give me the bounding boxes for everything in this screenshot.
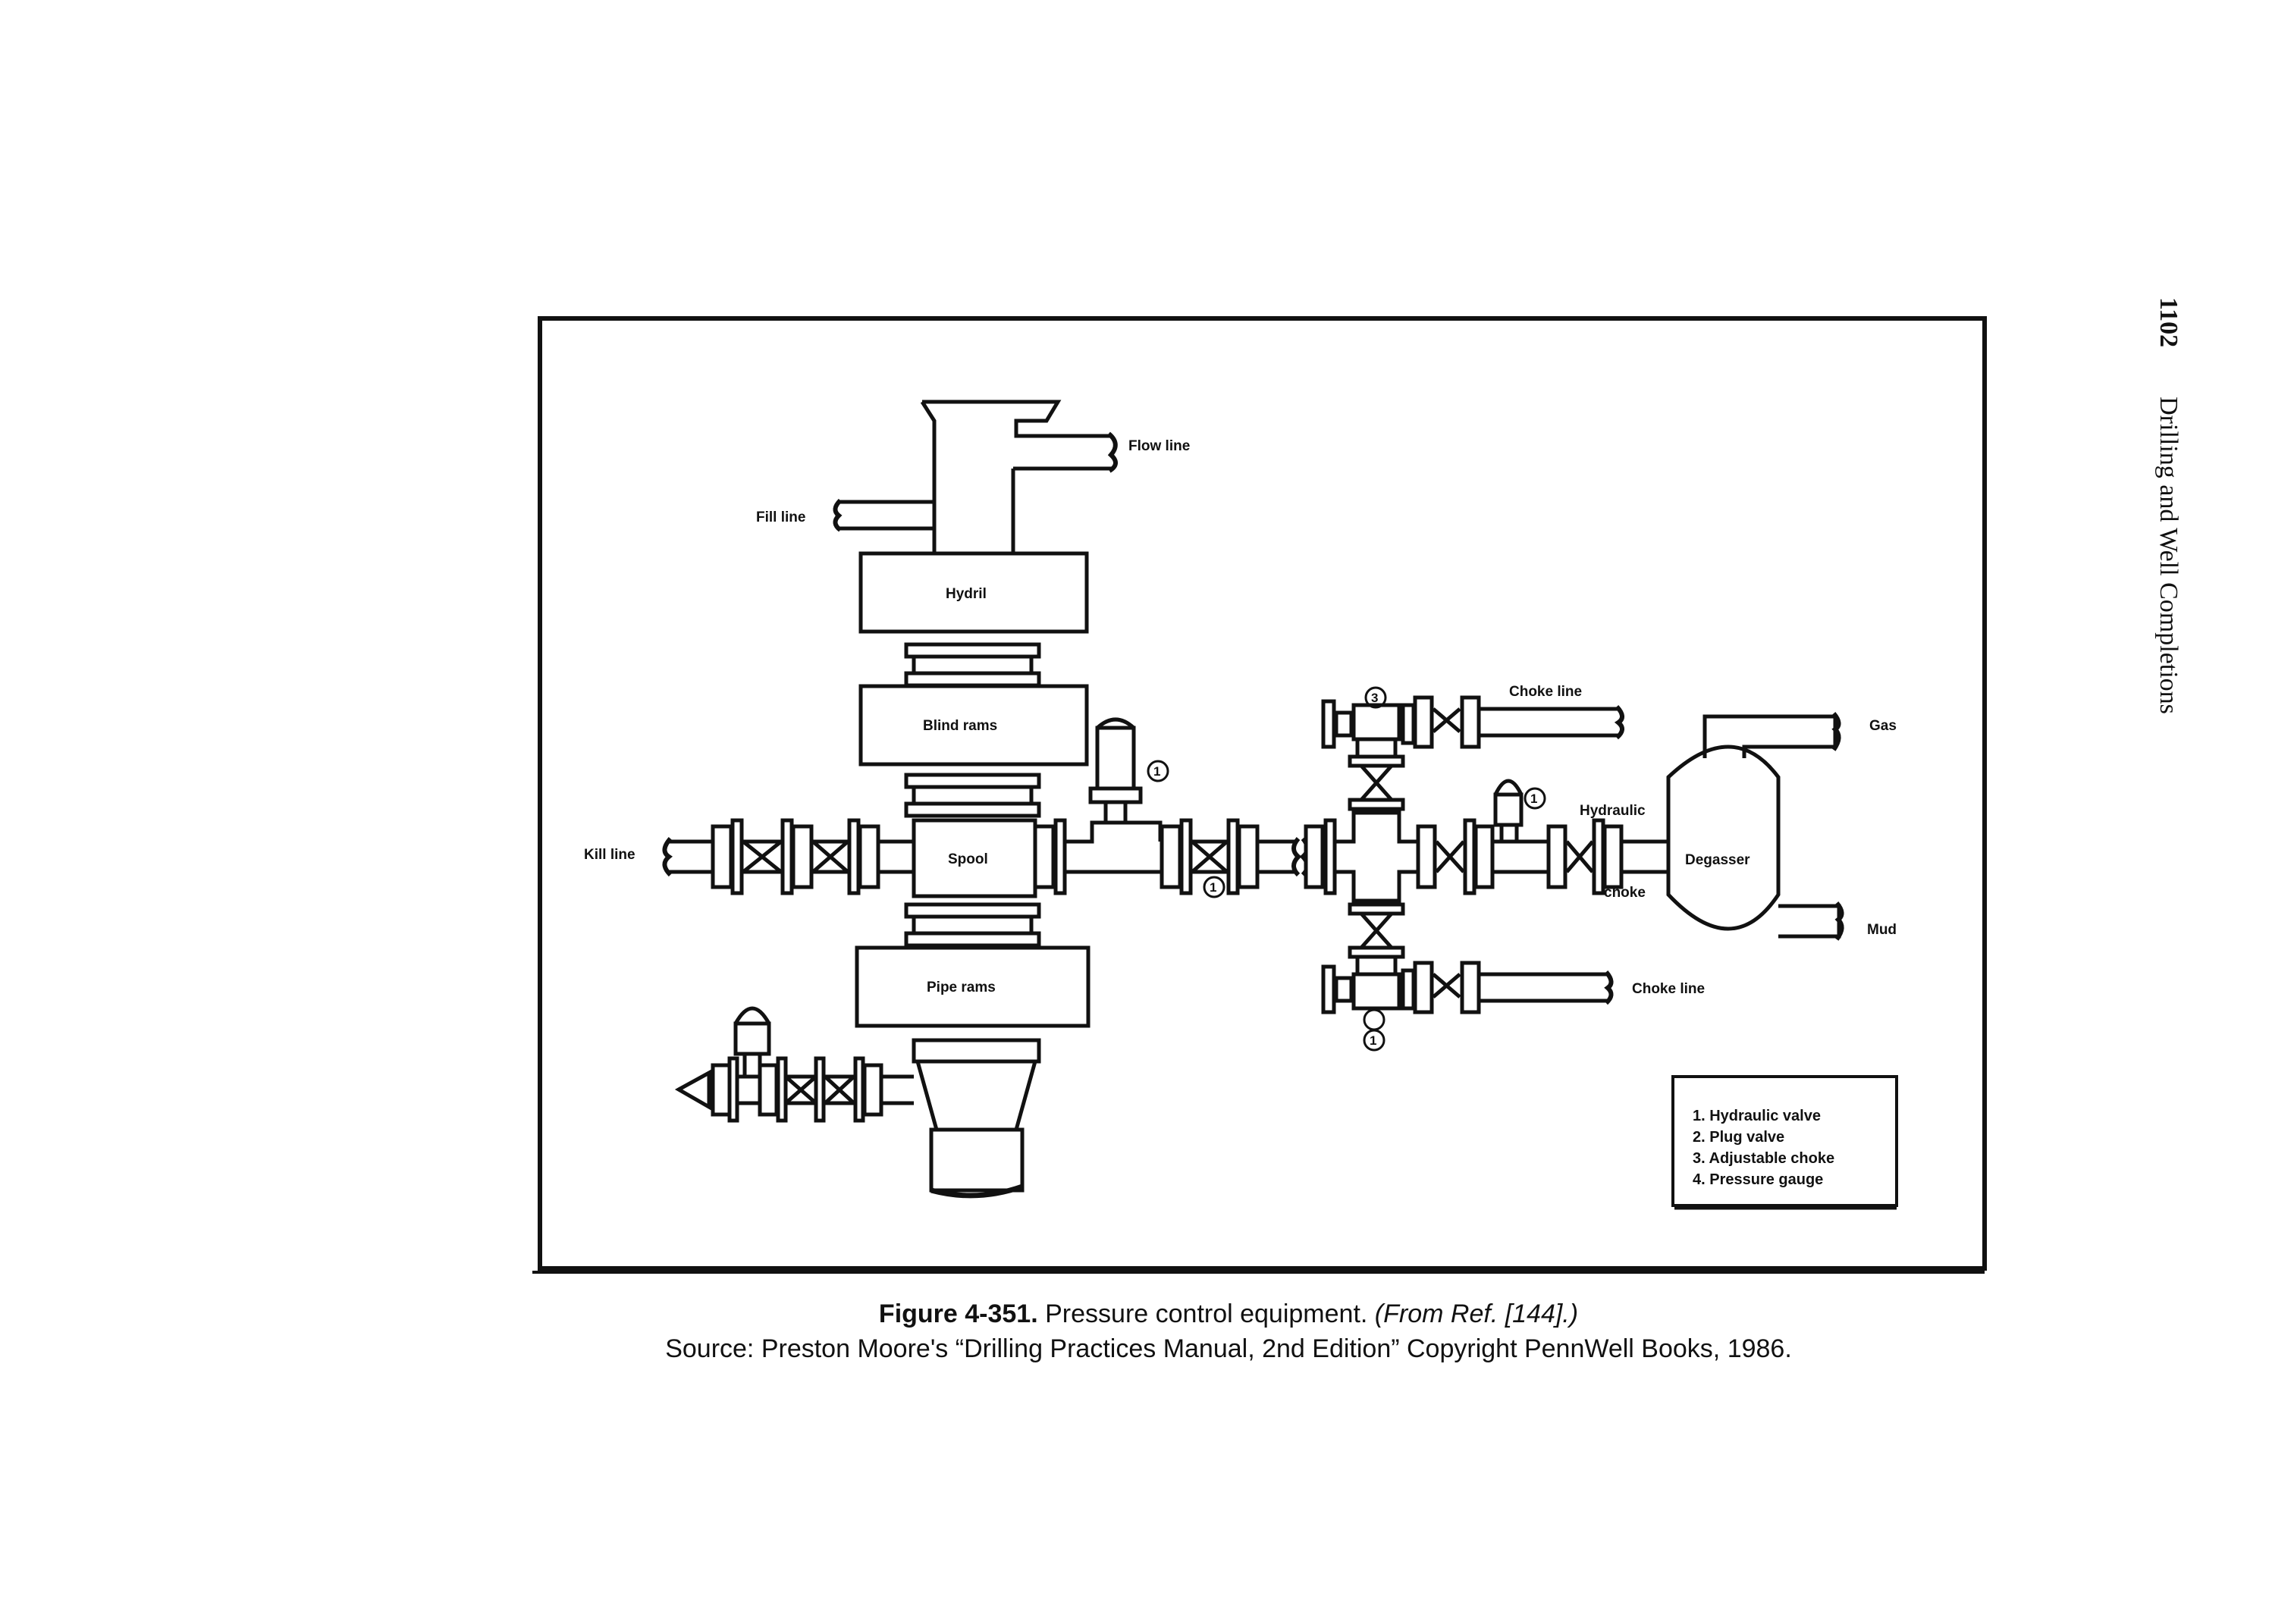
mud-label: Mud bbox=[1867, 922, 1897, 938]
blind-rams-body bbox=[858, 684, 1089, 767]
figure-label: Figure 4-351. bbox=[878, 1300, 1038, 1328]
flow-line-label: Flow line bbox=[1128, 438, 1190, 454]
valve-marker-circle bbox=[1363, 1008, 1386, 1031]
figure-source: Source: Preston Moore's “Drilling Practi… bbox=[665, 1334, 1792, 1363]
legend-item: 4. Pressure gauge bbox=[1693, 1171, 1823, 1188]
degasser-label: Degasser bbox=[1685, 852, 1750, 868]
valve-marker-number: 1 bbox=[1210, 880, 1216, 895]
degasser-vessel bbox=[1666, 712, 1844, 941]
valve-marker-circle bbox=[1203, 876, 1225, 898]
legend-box bbox=[1671, 1075, 1898, 1207]
casing-head bbox=[912, 1038, 1041, 1199]
legend-item: 1. Hydraulic valve bbox=[1693, 1108, 1821, 1124]
flange-stack-2 bbox=[904, 773, 1041, 818]
valve-marker-number: 1 bbox=[1530, 792, 1537, 806]
valve-marker-circle bbox=[1364, 686, 1387, 709]
valve-marker-circle bbox=[1524, 787, 1546, 810]
valve-marker-circle bbox=[1147, 760, 1169, 782]
valve-marker-number: 3 bbox=[1371, 691, 1378, 705]
choke-manifold bbox=[1304, 695, 1668, 1014]
flange-stack-3 bbox=[904, 902, 1041, 948]
kill-line-label: Kill line bbox=[584, 847, 635, 863]
valve-marker-number: 1 bbox=[1153, 764, 1160, 779]
pipe-rams-label: Pipe rams bbox=[927, 980, 996, 995]
legend-item: 2. Plug valve bbox=[1693, 1129, 1784, 1146]
fill-line-pipe bbox=[833, 498, 934, 532]
lower-outlet-assembly bbox=[674, 1006, 914, 1123]
gas-label: Gas bbox=[1869, 718, 1897, 734]
valve-marker-circle bbox=[1363, 1029, 1386, 1052]
figure-caption: Figure 4-351. Pressure control equipment… bbox=[356, 1298, 2101, 1330]
flange-stack-1 bbox=[904, 642, 1041, 688]
choke-label: choke bbox=[1604, 885, 1646, 901]
choke-line-bottom-label: Choke line bbox=[1632, 981, 1705, 997]
hydril-body bbox=[858, 551, 1089, 634]
hydril-label: Hydril bbox=[946, 586, 987, 602]
hydraulic-label: Hydraulic bbox=[1580, 803, 1646, 819]
legend-item: 3. Adjustable choke bbox=[1693, 1150, 1834, 1167]
pipe-rams-body bbox=[855, 945, 1091, 1028]
spool-label: Spool bbox=[948, 851, 988, 867]
kill-line-assembly bbox=[662, 818, 914, 895]
valve-marker-number: 1 bbox=[1370, 1033, 1376, 1048]
spool-outlet-assembly bbox=[1033, 717, 1310, 895]
figure-text: Pressure control equipment. bbox=[1045, 1300, 1368, 1328]
figure-reference: (From Ref. [144].) bbox=[1374, 1300, 1579, 1328]
blind-rams-label: Blind rams bbox=[923, 718, 997, 734]
flow-line-pipe bbox=[1013, 431, 1118, 473]
fill-line-label: Fill line bbox=[756, 509, 805, 525]
figure-frame bbox=[538, 316, 1987, 1271]
bell-nipple bbox=[920, 400, 1111, 553]
choke-line-top-label: Choke line bbox=[1509, 684, 1582, 700]
